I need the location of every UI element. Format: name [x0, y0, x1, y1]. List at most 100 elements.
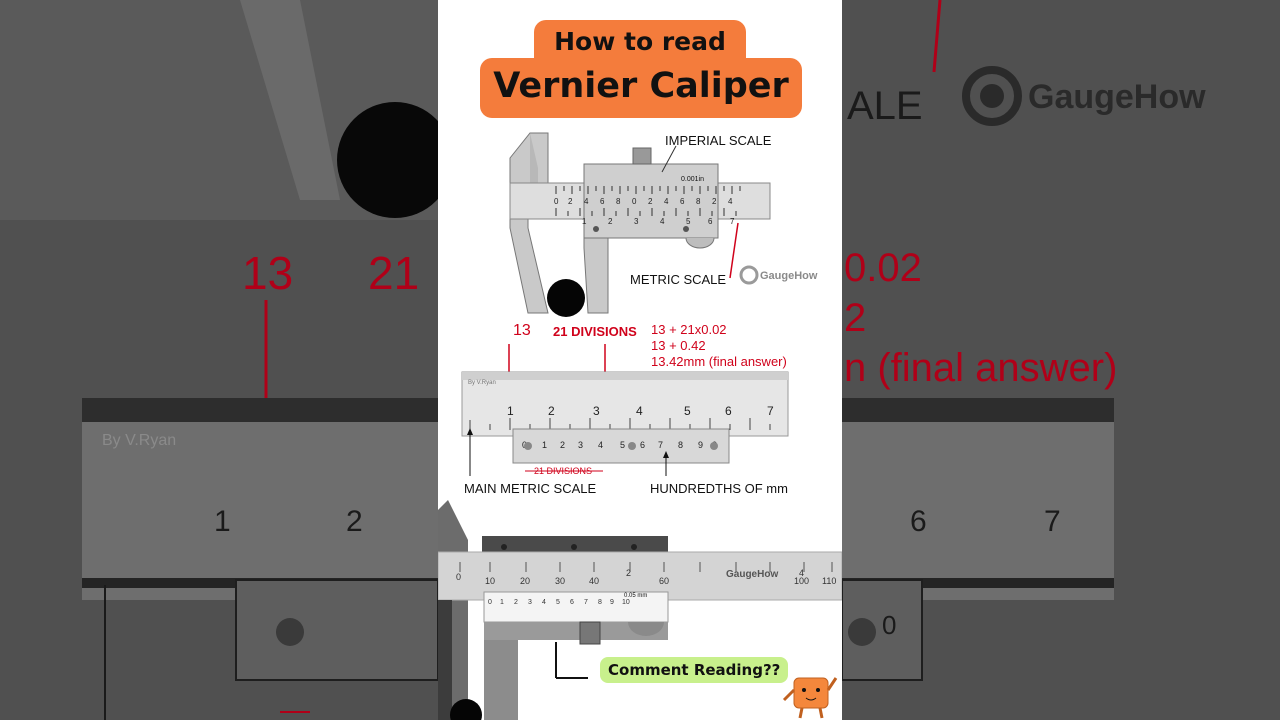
comment-reading-cta[interactable]: Comment Reading??: [600, 657, 789, 683]
svg-text:40: 40: [589, 576, 599, 586]
svg-text:0: 0: [632, 197, 637, 206]
photo-brand-label: GaugeHow: [726, 569, 779, 580]
imperial-leader-line: [661, 145, 677, 173]
metric-leader-line: [729, 222, 739, 279]
background-tick-1: 1: [214, 505, 231, 538]
svg-text:5: 5: [620, 440, 625, 450]
svg-text:4: 4: [660, 217, 665, 226]
svg-text:4: 4: [598, 440, 603, 450]
svg-text:6: 6: [680, 197, 685, 206]
svg-text:6: 6: [708, 217, 713, 226]
background-number-13: 13: [242, 247, 294, 299]
svg-text:2: 2: [608, 217, 613, 226]
main-scale-reading: 13: [513, 322, 531, 339]
svg-text:4: 4: [799, 568, 804, 578]
photo-main-ticks: [459, 562, 833, 572]
calc-line-1: 13 + 21x0.02: [651, 322, 727, 337]
svg-text:9: 9: [698, 440, 703, 450]
svg-text:0: 0: [488, 599, 492, 606]
svg-text:4: 4: [728, 197, 733, 206]
background-right: ALE GaugeHow 0.02 2 n (final answer) 6 7…: [842, 0, 1280, 720]
svg-text:8: 8: [598, 599, 602, 606]
diagram-brand-label: GaugeHow: [760, 270, 818, 282]
svg-text:4: 4: [636, 404, 643, 418]
imperial-scale-label: IMPERIAL SCALE: [665, 133, 772, 148]
title-line-2: Vernier Caliper: [480, 58, 802, 118]
svg-text:30: 30: [555, 576, 565, 586]
svg-text:7: 7: [730, 217, 735, 226]
background-text-final: n (final answer): [844, 346, 1118, 390]
svg-text:10: 10: [622, 599, 630, 606]
brand-logo-icon: [739, 265, 759, 285]
background-text-002: 0.02: [844, 246, 922, 290]
svg-text:7: 7: [767, 404, 774, 418]
background-number-21: 21: [368, 247, 420, 299]
svg-text:7: 7: [658, 440, 663, 450]
svg-text:2: 2: [626, 568, 631, 578]
main-scale-ticks: [469, 418, 771, 430]
divisions-callout: 21 DIVISIONS: [553, 324, 637, 339]
svg-text:8: 8: [616, 197, 621, 206]
imperial-resolution: 0.001in: [681, 176, 704, 183]
svg-text:6: 6: [570, 599, 574, 606]
background-credit: By V.Ryan: [102, 432, 177, 449]
divisions-bracket-label: 21 DIVISIONS: [534, 466, 593, 476]
svg-text:2: 2: [568, 197, 573, 206]
background-left: 13 21 By V.Ryan 1 2: [0, 0, 438, 720]
background-text-2: 2: [844, 296, 867, 340]
svg-text:5: 5: [686, 217, 691, 226]
title-line-1: How to read: [534, 20, 746, 62]
background-right-art: [842, 0, 1114, 681]
background-tick-2: 2: [346, 505, 363, 538]
svg-text:4: 4: [542, 599, 546, 606]
svg-text:3: 3: [528, 599, 532, 606]
svg-text:100: 100: [794, 576, 809, 586]
svg-text:6: 6: [600, 197, 605, 206]
svg-text:4: 4: [584, 197, 589, 206]
caliper-ticks: [555, 186, 741, 216]
background-tick-6: 6: [910, 505, 927, 538]
short-video-frame: How to read Vernier Caliper: [438, 0, 842, 720]
svg-text:5: 5: [556, 599, 560, 606]
photo-resolution: 0.05 mm: [624, 593, 648, 599]
svg-text:1: 1: [542, 440, 547, 450]
metric-scale-label: METRIC SCALE: [630, 272, 727, 287]
svg-text:110: 110: [822, 576, 836, 586]
svg-text:20: 20: [520, 576, 530, 586]
svg-text:3: 3: [578, 440, 583, 450]
background-brand: GaugeHow: [1028, 78, 1206, 116]
svg-text:1: 1: [582, 217, 587, 226]
svg-text:8: 8: [678, 440, 683, 450]
svg-text:10: 10: [485, 576, 495, 586]
main-metric-scale-label: MAIN METRIC SCALE: [464, 481, 597, 496]
svg-text:2: 2: [712, 197, 717, 206]
svg-text:5: 5: [684, 404, 691, 418]
background-tick-0: 0: [882, 610, 897, 640]
svg-text:2: 2: [548, 404, 555, 418]
svg-text:8: 8: [696, 197, 701, 206]
vernier-reading-diagram: 123 456 7 012 345 678 90: [461, 344, 789, 476]
svg-text:6: 6: [640, 440, 645, 450]
svg-text:0: 0: [456, 572, 461, 582]
svg-text:1: 1: [507, 404, 514, 418]
background-text-ale: ALE: [847, 84, 923, 128]
calc-line-3: 13.42mm (final answer): [651, 354, 787, 369]
svg-text:0: 0: [554, 197, 559, 206]
svg-text:60: 60: [659, 576, 669, 586]
mascot-icon: [782, 677, 838, 719]
background-left-art: [0, 0, 438, 720]
diagram-credit: By V.Ryan: [468, 380, 496, 386]
svg-text:7: 7: [584, 599, 588, 606]
calc-line-2: 13 + 0.42: [651, 338, 706, 353]
svg-text:2: 2: [648, 197, 653, 206]
background-tick-7: 7: [1044, 505, 1061, 538]
svg-text:9: 9: [610, 599, 614, 606]
measured-ball: [547, 279, 585, 317]
svg-text:1: 1: [500, 599, 504, 606]
svg-text:3: 3: [593, 404, 600, 418]
svg-text:3: 3: [634, 217, 639, 226]
svg-text:6: 6: [725, 404, 732, 418]
